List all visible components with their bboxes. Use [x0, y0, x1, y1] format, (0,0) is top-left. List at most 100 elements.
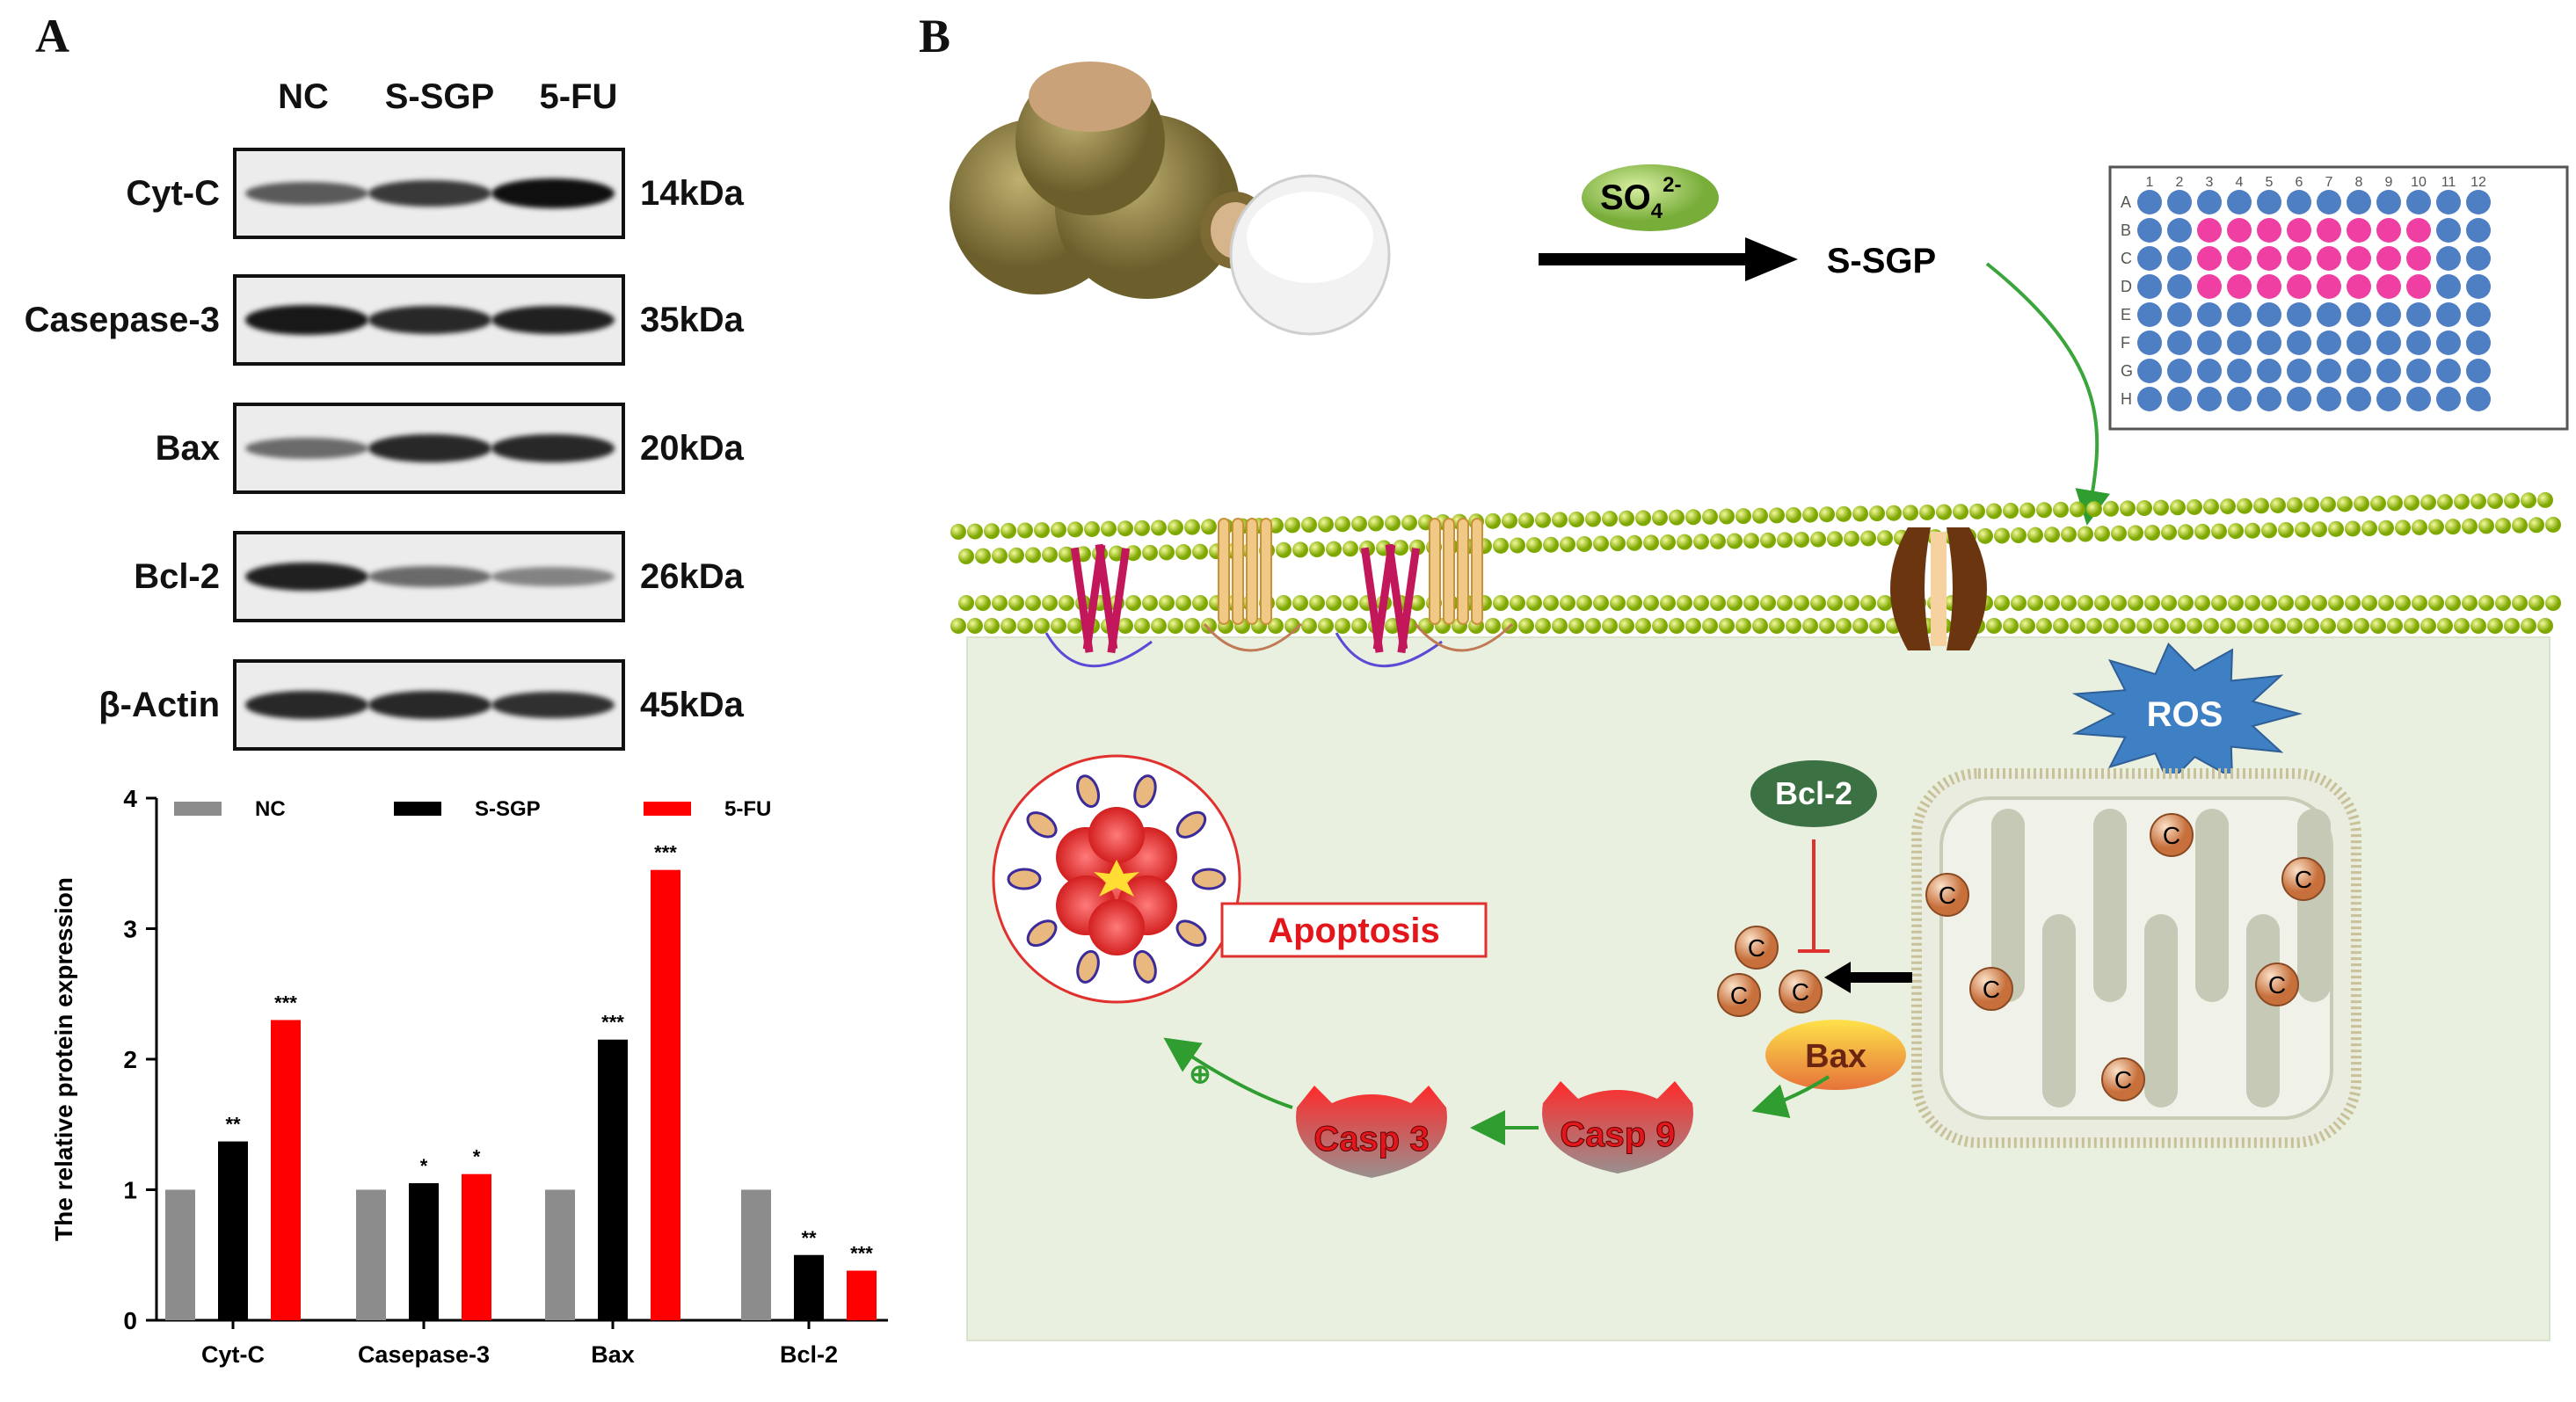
- lipid-head: [2253, 498, 2269, 514]
- plate-well: [2376, 218, 2401, 243]
- plate-well: [2137, 218, 2162, 243]
- plate-well: [2466, 246, 2491, 271]
- plate-column-label: 12: [2470, 175, 2486, 190]
- plate-well: [2466, 387, 2491, 411]
- legend-label: 5-FU: [724, 797, 771, 821]
- plate-well: [2197, 387, 2222, 411]
- apoptosis-spark: [1094, 860, 1139, 897]
- plate-well: [2317, 246, 2341, 271]
- lipid-head: [1819, 506, 1835, 523]
- lipid-head: [1101, 520, 1117, 537]
- protein-helix: [1429, 518, 1441, 625]
- cytochrome-c-complex: [1026, 919, 1058, 948]
- plate-row-label: G: [2121, 362, 2133, 380]
- plate-well: [2227, 190, 2252, 214]
- lipid-head: [1175, 544, 1191, 561]
- lipid-head: [1836, 618, 1852, 634]
- lipid-head: [2044, 527, 2060, 543]
- plate-well: [2197, 274, 2222, 299]
- lipid-head: [1117, 618, 1133, 634]
- lipid-head: [2529, 517, 2544, 534]
- plate-well: [2167, 331, 2192, 355]
- protein-helix: [1457, 518, 1469, 625]
- lipid-head: [1669, 509, 1685, 526]
- protein-helix: [1471, 518, 1483, 625]
- lipid-head: [1610, 535, 1626, 552]
- cytochrome-c-label: C: [2268, 971, 2286, 999]
- legend-label: NC: [255, 797, 286, 821]
- lipid-head: [1677, 595, 1692, 611]
- lane-label-s-sgp: S-SGP: [384, 77, 495, 116]
- plate-well: [2376, 359, 2401, 383]
- lipid-head: [2036, 502, 2052, 519]
- lipid-head: [1786, 618, 1801, 634]
- blot-band: [368, 306, 491, 334]
- lipid-head: [992, 548, 1008, 564]
- lipid-head: [1693, 534, 1709, 550]
- lipid-head: [1886, 505, 1902, 521]
- lipid-head: [1493, 595, 1509, 611]
- blot-protein-label: Bcl-2: [134, 557, 220, 596]
- cytochrome-c-label: C: [2295, 866, 2312, 893]
- released-cytochrome-c: [1717, 973, 1761, 1017]
- plate-well: [2197, 246, 2222, 271]
- lipid-head: [1777, 595, 1793, 611]
- y-tick-label: 3: [123, 916, 137, 943]
- lipid-head: [1602, 511, 1618, 527]
- plate-well: [2227, 359, 2252, 383]
- lipid-head: [1786, 507, 1801, 523]
- legend-swatch: [394, 802, 441, 816]
- lane-label-5-fu: 5-FU: [539, 77, 618, 116]
- cytochrome-c-label: C: [1748, 934, 1765, 962]
- lipid-head: [1292, 595, 1308, 611]
- lipid-head: [2395, 519, 2411, 536]
- mito-crista: [2297, 809, 2331, 1002]
- protein-helix: [1260, 518, 1272, 625]
- lipid-head: [2070, 501, 2085, 518]
- bar: [462, 1173, 491, 1320]
- lipid-head: [1827, 531, 1843, 548]
- plate-well: [2137, 302, 2162, 327]
- protein-helix: [1246, 518, 1258, 625]
- lane-label-nc: NC: [278, 77, 329, 116]
- lipid-head: [2237, 618, 2252, 634]
- plate-well: [2317, 190, 2341, 214]
- membrane-receptor: [1044, 543, 1153, 668]
- lipid-head: [1008, 595, 1024, 611]
- plate-well: [2376, 274, 2401, 299]
- plate-row-label: H: [2121, 390, 2132, 408]
- mito-crista: [1991, 809, 2025, 1002]
- lipid-head: [2211, 523, 2227, 540]
- bcl2-label: Bcl-2: [1775, 775, 1852, 811]
- lipid-head: [1067, 521, 1083, 538]
- blot-band: [245, 562, 368, 592]
- lipid-head: [1769, 507, 1785, 524]
- blot-strip: [233, 148, 625, 239]
- lipid-head: [1485, 512, 1501, 529]
- plate-column-label: 9: [2385, 175, 2393, 190]
- lipid-head: [2454, 493, 2470, 510]
- lipid-head: [1626, 595, 1642, 611]
- blot-kda-label: 26kDa: [640, 557, 744, 596]
- cytochrome-c: [1969, 967, 2013, 1011]
- lipid-head: [1652, 618, 1668, 634]
- lipid-head: [1719, 618, 1735, 634]
- lipid-head: [975, 548, 991, 564]
- mito-inner-space: [1939, 796, 2333, 1120]
- lipid-head: [2512, 517, 2528, 534]
- bax-label: Bax: [1805, 1038, 1867, 1075]
- y-tick-label: 4: [123, 785, 137, 812]
- lipid-head: [1643, 595, 1659, 611]
- lipid-head: [2370, 495, 2386, 512]
- plate-well: [2257, 331, 2281, 355]
- lipid-head: [1936, 504, 1952, 520]
- lipid-head: [975, 595, 991, 611]
- blot-kda-label: 45kDa: [640, 686, 744, 724]
- lipid-head: [1593, 595, 1609, 611]
- casp9-label: Casp 9: [1560, 1115, 1675, 1154]
- plate-column-label: 2: [2176, 175, 2184, 190]
- y-tick-label: 2: [123, 1046, 137, 1073]
- bar: [741, 1189, 771, 1320]
- significance-label: *: [420, 1155, 428, 1177]
- lipid-head: [1368, 515, 1384, 532]
